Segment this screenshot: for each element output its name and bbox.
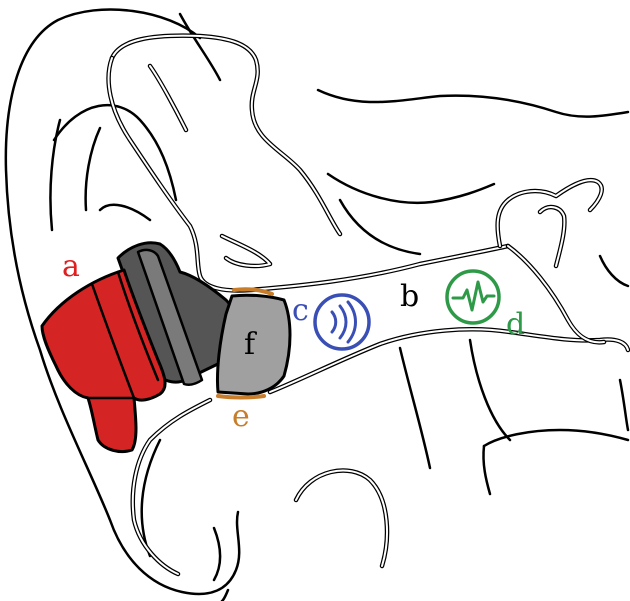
seal-top	[232, 287, 274, 296]
sound-waves-icon	[313, 293, 371, 351]
heartbeat-pulse-icon	[445, 269, 501, 325]
label-e: e	[232, 399, 250, 434]
label-b: b	[400, 279, 419, 314]
earpiece-shell	[40, 268, 167, 454]
seal-bottom	[216, 394, 266, 400]
earpiece-ridge	[136, 248, 204, 387]
label-c: c	[292, 293, 309, 328]
label-d: d	[506, 307, 525, 342]
ear-canal	[106, 33, 630, 577]
earpiece-tip	[216, 293, 292, 396]
label-a: a	[62, 249, 80, 284]
label-f: f	[244, 327, 257, 362]
earpiece	[40, 241, 292, 454]
outer-ear	[4, 8, 241, 596]
